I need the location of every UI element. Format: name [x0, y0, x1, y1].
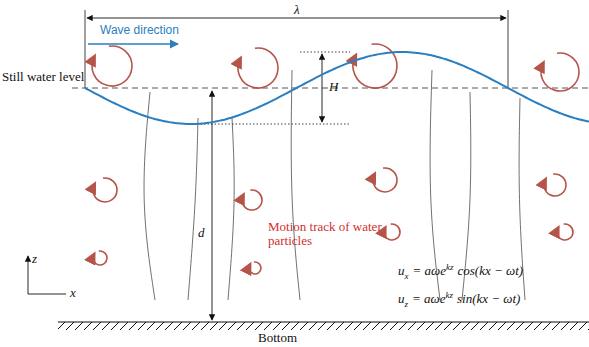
equation-term: cos(kx − ωt) [457, 263, 523, 278]
particle-orbit [384, 224, 400, 240]
particle-orbit [544, 174, 566, 196]
equation-term: u [398, 263, 405, 278]
equation-term: kz [446, 290, 454, 300]
particle-orbit [92, 46, 132, 86]
particle-orbit [373, 168, 397, 192]
direction-label: Wave direction [100, 24, 179, 37]
particle-orbit [249, 262, 261, 274]
wavelength-arrow [87, 18, 506, 19]
height-arrow [322, 54, 323, 122]
orbit-boundary [188, 118, 198, 300]
orbit-boundary [291, 70, 300, 300]
velocity-equation: uz= aωekzsin(kx − ωt) [398, 290, 520, 309]
orbit-boundary [144, 92, 155, 300]
dimension-tick [85, 10, 86, 88]
water-level-label: Still water level [2, 70, 84, 84]
annotation: Motion track of water particles [268, 220, 393, 249]
particle-orbit [541, 53, 579, 91]
depth-label: d [198, 226, 205, 240]
x-axis [28, 294, 66, 295]
particle-orbit [242, 190, 262, 210]
seabed-line [58, 321, 589, 322]
equation-term: z [405, 299, 409, 309]
crest-level [300, 52, 350, 53]
orbit-boundary [228, 118, 234, 300]
equation-term: kz [446, 262, 454, 272]
equation-term: = aωe [413, 263, 446, 278]
z-axis [28, 256, 29, 294]
trough-level [190, 124, 350, 125]
particle-orbit [557, 224, 573, 240]
particle-orbit [353, 44, 397, 88]
seabed-hatch [58, 322, 589, 330]
axis-label: z [32, 252, 37, 266]
direction-arrow [88, 43, 178, 44]
particle-orbit [238, 48, 278, 88]
height-label: H [329, 80, 338, 94]
equation-term: = aωe [412, 291, 445, 306]
equation-term: u [398, 291, 405, 306]
axis-label: x [70, 286, 76, 300]
wave-profile [85, 52, 589, 124]
equation-term: x [405, 271, 409, 281]
dimension-tick [508, 10, 509, 88]
particle-orbit [93, 178, 117, 202]
particle-orbit [93, 251, 107, 265]
velocity-equation: ux = aωekzcos(kx − ωt) [398, 262, 523, 281]
bottom-label: Bottom [258, 331, 297, 345]
equation-term: sin(kx − ωt) [457, 291, 520, 306]
depth-arrow [212, 91, 213, 320]
wavelength-label: λ [292, 3, 302, 17]
